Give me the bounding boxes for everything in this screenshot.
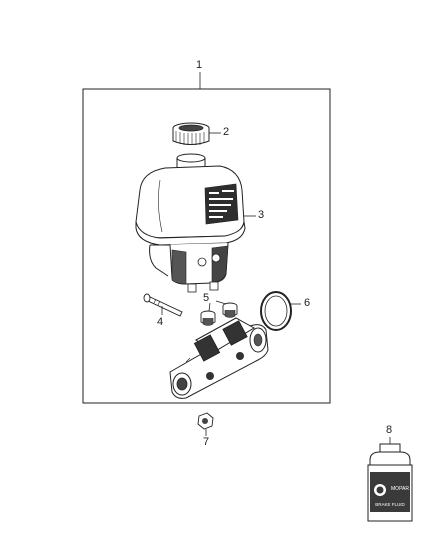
reservoir-cap bbox=[172, 122, 210, 145]
callout-8: 8 bbox=[386, 424, 393, 436]
callout-6: 6 bbox=[304, 297, 311, 309]
mounting-nut bbox=[197, 412, 214, 430]
brake-fluid-bottle: MOPAR BRAKE FLUID bbox=[367, 437, 413, 522]
callout-5: 5 bbox=[203, 292, 210, 304]
master-cylinder-body bbox=[169, 317, 269, 399]
callout-3: 3 bbox=[258, 209, 265, 221]
fluid-reservoir bbox=[135, 153, 246, 293]
callout-1: 1 bbox=[196, 59, 203, 71]
leader-line-5a bbox=[208, 302, 211, 312]
callout-7: 7 bbox=[203, 436, 210, 448]
bottle-brand-text: MOPAR bbox=[391, 486, 409, 492]
seal-ring bbox=[260, 291, 292, 331]
assembly-frame bbox=[82, 88, 331, 404]
reservoir-grommets bbox=[200, 302, 238, 326]
retaining-pin bbox=[143, 293, 183, 317]
callout-4: 4 bbox=[157, 316, 164, 328]
callout-2: 2 bbox=[223, 126, 230, 138]
bottle-product-text: BRAKE FLUID bbox=[375, 502, 405, 507]
leader-line-5b bbox=[215, 300, 227, 305]
